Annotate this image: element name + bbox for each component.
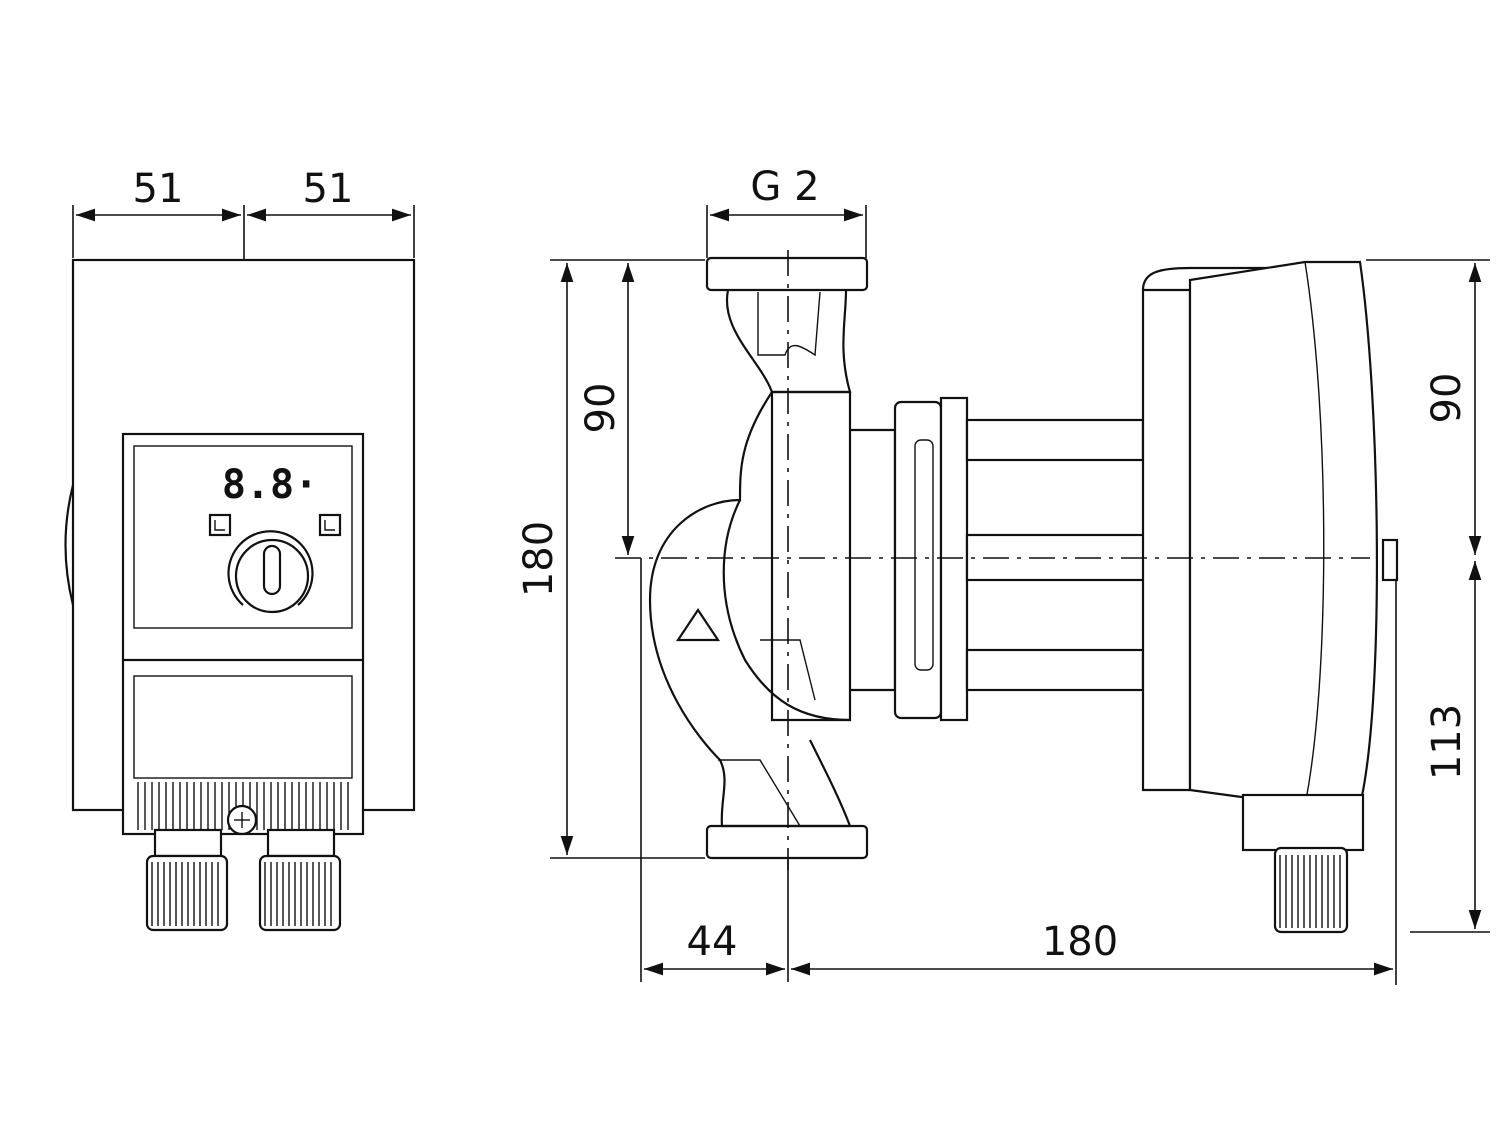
display-panel (133, 445, 353, 629)
motor-fin-bottom (965, 648, 1145, 692)
mode-icon-right (318, 513, 342, 537)
thread-dimension: G 2 (706, 164, 867, 258)
right-height-dimension: 90 113 (1366, 259, 1490, 933)
terminal-cover (133, 675, 353, 779)
cover-screw (226, 804, 258, 836)
motor-fin-top (965, 418, 1145, 462)
dim-left-label: 51 (133, 166, 184, 212)
cable-gland-left (145, 828, 229, 932)
dim-right-label: 51 (303, 166, 354, 212)
control-knob[interactable] (227, 530, 314, 614)
coupling-ring (893, 400, 943, 720)
flow-direction-arrow (675, 608, 721, 642)
motor-section (965, 260, 1399, 934)
mode-icon-left (208, 513, 232, 537)
height-dimension: 180 90 (516, 259, 705, 859)
control-box: 8.8· (121, 432, 365, 836)
cooling-ribs (137, 782, 349, 830)
front-width-dimension: 51 51 (72, 166, 415, 262)
housing-side-bulge (64, 484, 75, 606)
lcd-display: 8.8· (222, 462, 318, 508)
half-height-label: 90 (578, 383, 624, 434)
front-view: 51 51 8.8· (64, 166, 416, 932)
thread-label: G 2 (750, 164, 819, 210)
cable-gland-side (1273, 846, 1349, 934)
control-module-housing (1188, 260, 1379, 807)
cap (1381, 538, 1399, 582)
cable-gland-right (258, 828, 342, 932)
length-label: 180 (1042, 919, 1118, 965)
pump-body (648, 256, 969, 860)
bottom-flange (705, 824, 869, 860)
total-height-label: 180 (516, 521, 562, 597)
length-dimension: 44 180 (640, 558, 1397, 985)
top-right-label: 90 (1424, 373, 1470, 424)
side-view: G 2 180 90 90 113 44 180 (516, 164, 1490, 985)
motor-flange (939, 396, 969, 722)
bottom-right-label: 113 (1424, 704, 1470, 780)
offset-label: 44 (687, 919, 738, 965)
top-flange (705, 256, 869, 292)
